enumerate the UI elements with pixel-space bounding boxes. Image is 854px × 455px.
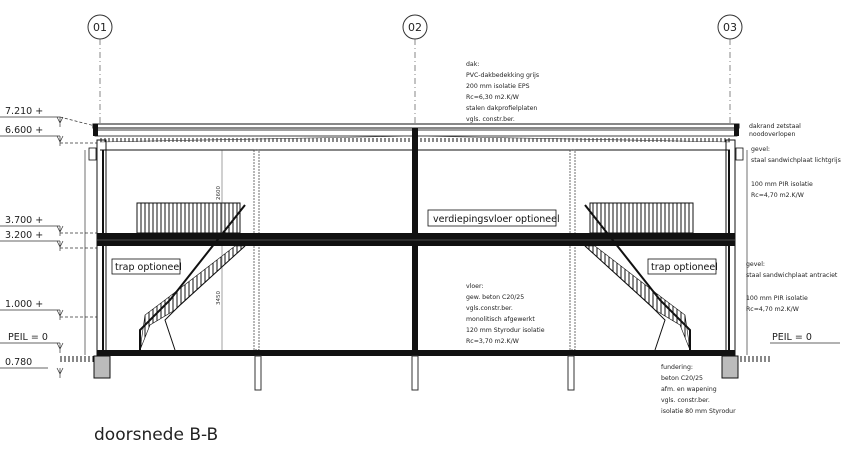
svg-text:dak:: dak: [466, 61, 479, 68]
svg-text:vgls.constr.ber.: vgls.constr.ber. [466, 305, 513, 312]
level-0780: 0.780 [5, 357, 32, 368]
level-6600: 6.600 + [5, 125, 43, 136]
floor-slab [97, 233, 735, 246]
svg-text:PVC-dakbedekking grijs: PVC-dakbedekking grijs [466, 72, 539, 79]
level-3200: 3.200 + [5, 230, 43, 241]
roof-note: dak: PVC-dakbedekking grijs 200 mm isola… [466, 61, 539, 123]
svg-text:fundering:: fundering: [661, 364, 693, 371]
stair-left-label: trap optioneel [115, 262, 182, 273]
svg-text:Rc=4,70 m2.K/W: Rc=4,70 m2.K/W [746, 306, 799, 313]
svg-text:staal sandwichplaat antraciet: staal sandwichplaat antraciet [746, 272, 838, 279]
svg-text:Rc=6,30 m2.K/W: Rc=6,30 m2.K/W [466, 94, 519, 101]
facade-upper-note: gevel: staal sandwichplaat lichtgrijs 10… [751, 146, 841, 199]
grid-axis-03: 03 [717, 14, 743, 125]
floor-note: vloer: gew. beton C20/25 vgls.constr.ber… [466, 283, 545, 345]
roof-edge-note: dakrand zetstaal noodoverlopen [749, 123, 801, 138]
facade-lower-note: gevel: staal sandwichplaat antraciet 100… [746, 261, 838, 313]
svg-text:dakrand zetstaal: dakrand zetstaal [749, 123, 801, 130]
level-7210: 7.210 + [5, 106, 43, 117]
svg-text:beton C20/25: beton C20/25 [661, 375, 703, 382]
svg-text:200 mm isolatie EPS: 200 mm isolatie EPS [466, 83, 530, 90]
drawing-title: doorsnede B-B [94, 425, 218, 445]
level-3700: 3.700 + [5, 215, 43, 226]
svg-text:gevel:: gevel: [746, 261, 765, 268]
svg-text:isolatie 80 mm Styrodur: isolatie 80 mm Styrodur [661, 408, 736, 415]
svg-text:Rc=3,70 m2.K/W: Rc=3,70 m2.K/W [466, 338, 519, 345]
railing-left [136, 202, 241, 234]
svg-text:100 mm PIR isolatie: 100 mm PIR isolatie [746, 295, 808, 302]
grid-label: 01 [93, 21, 107, 34]
dimension-3450: 3450 [216, 291, 222, 305]
railing-right [589, 202, 694, 234]
svg-text:gew. beton C20/25: gew. beton C20/25 [466, 294, 524, 301]
svg-text:gevel:: gevel: [751, 146, 770, 153]
stair-right-label: trap optioneel [651, 262, 718, 273]
svg-text:vloer:: vloer: [466, 283, 484, 290]
svg-text:monolitisch afgewerkt: monolitisch afgewerkt [466, 316, 535, 323]
foundation-note: fundering: beton C20/25 afm. en wapening… [661, 364, 736, 415]
level-1000: 1.000 + [5, 299, 43, 310]
svg-text:stalen dakprofielplaten: stalen dakprofielplaten [466, 105, 537, 112]
svg-text:noodoverlopen: noodoverlopen [749, 131, 795, 138]
stair-right [584, 204, 691, 351]
ground-slab [60, 350, 772, 391]
svg-text:Rc=4,70 m2.K/W: Rc=4,70 m2.K/W [751, 192, 804, 199]
level-peil-left: PEIL = 0 [8, 332, 48, 343]
svg-text:100 mm PIR isolatie: 100 mm PIR isolatie [751, 181, 813, 188]
svg-text:afm. en wapening: afm. en wapening [661, 386, 717, 393]
svg-text:staal sandwichplaat lichtgrijs: staal sandwichplaat lichtgrijs [751, 157, 841, 164]
grid-label: 02 [408, 21, 422, 34]
level-markers [0, 116, 840, 378]
svg-text:vgls. constr.ber.: vgls. constr.ber. [466, 116, 515, 123]
svg-text:vgls. constr.ber.: vgls. constr.ber. [661, 397, 710, 404]
level-peil-right: PEIL = 0 [772, 332, 812, 343]
svg-text:120 mm Styrodur isolatie: 120 mm Styrodur isolatie [466, 327, 545, 334]
dimension-2600: 2600 [216, 186, 222, 200]
grid-label: 03 [723, 21, 737, 34]
grid-axis-02: 02 [402, 14, 428, 125]
floor-optional-label: verdiepingsvloer optioneel [433, 214, 560, 225]
grid-axis-01: 01 [87, 14, 113, 125]
stair-left [139, 204, 246, 351]
